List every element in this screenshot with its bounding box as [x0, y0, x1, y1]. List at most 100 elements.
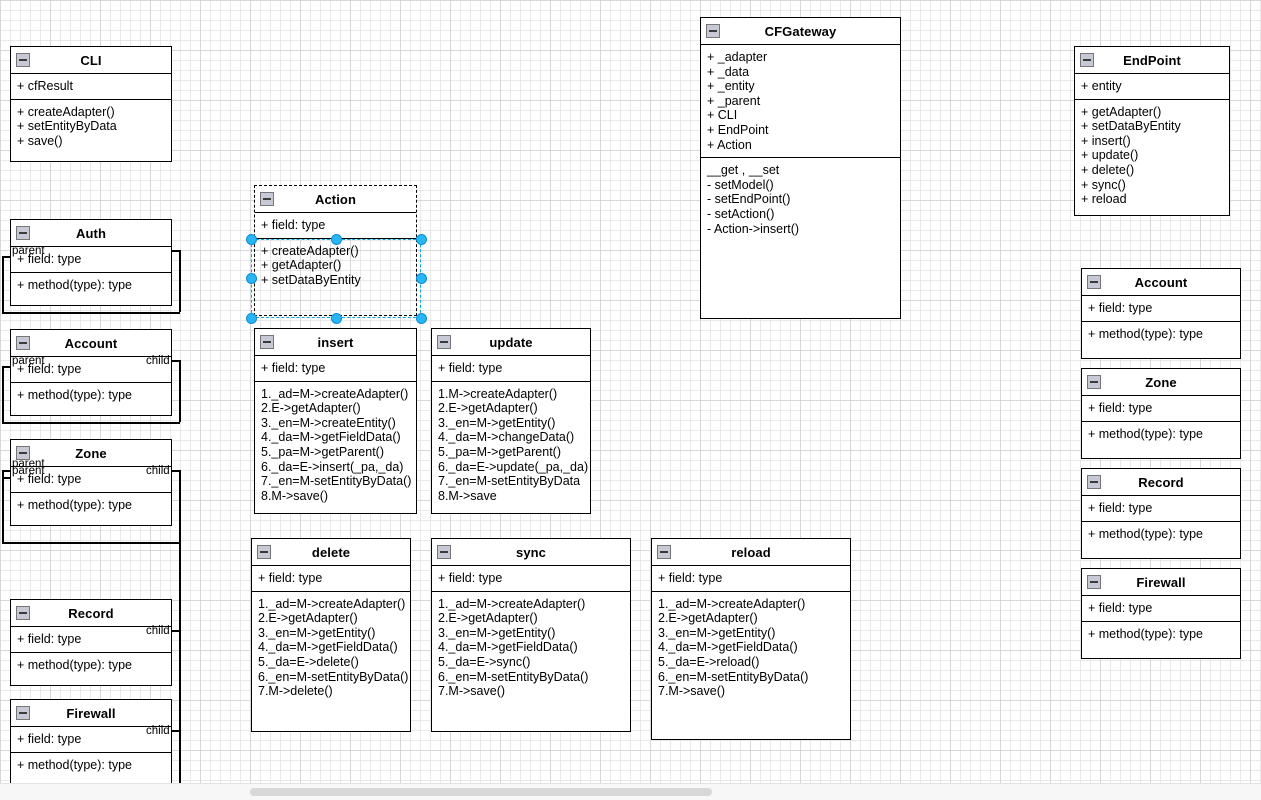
connector-acct-left-vert[interactable]: [2, 366, 4, 422]
class-box-record-right[interactable]: Record+ field: type+ method(type): type: [1081, 468, 1241, 559]
class-header-zone-right[interactable]: Zone: [1082, 369, 1240, 396]
minus-icon[interactable]: [16, 446, 30, 460]
minus-icon[interactable]: [437, 545, 451, 559]
operations-compartment-firewall-right[interactable]: + method(type): type: [1082, 622, 1240, 647]
operations-compartment-zone-right[interactable]: + method(type): type: [1082, 422, 1240, 447]
minus-icon[interactable]: [437, 335, 451, 349]
attributes-compartment-record-right[interactable]: + field: type: [1082, 496, 1240, 522]
class-header-auth[interactable]: Auth: [11, 220, 171, 247]
class-header-record-left[interactable]: Record: [11, 600, 171, 627]
connector-acct-bottom-run[interactable]: [2, 422, 180, 424]
attributes-compartment-auth[interactable]: + field: type: [11, 247, 171, 273]
operations-compartment-endpoint[interactable]: + getAdapter()+ setDataByEntity+ insert(…: [1075, 100, 1229, 212]
attributes-compartment-insert[interactable]: + field: type: [255, 356, 416, 382]
class-header-reload[interactable]: reload: [652, 539, 850, 566]
operations-compartment-record-left[interactable]: + method(type): type: [11, 653, 171, 678]
handle-middle-left[interactable]: [246, 273, 257, 284]
class-box-zone-left[interactable]: Zone+ field: type+ method(type): type: [10, 439, 172, 526]
operations-compartment-reload[interactable]: 1._ad=M->createAdapter()2.E->getAdapter(…: [652, 592, 850, 704]
minus-icon[interactable]: [657, 545, 671, 559]
attributes-compartment-record-left[interactable]: + field: type: [11, 627, 171, 653]
class-header-cli[interactable]: CLI: [11, 47, 171, 74]
connector-auth-bottom-run[interactable]: [2, 312, 180, 314]
handle-bottom-left[interactable]: [246, 313, 257, 324]
minus-icon[interactable]: [1087, 475, 1101, 489]
handle-top-right[interactable]: [416, 234, 427, 245]
connector-auth-right-vert[interactable]: [179, 250, 181, 312]
attributes-compartment-sync[interactable]: + field: type: [432, 566, 630, 592]
operations-compartment-account-left[interactable]: + method(type): type: [11, 383, 171, 408]
connector-zone-left-vert[interactable]: [2, 470, 4, 542]
minus-icon[interactable]: [1080, 53, 1094, 67]
handle-middle-right[interactable]: [416, 273, 427, 284]
horizontal-scrollbar[interactable]: [0, 783, 1261, 800]
attributes-compartment-account-right[interactable]: + field: type: [1082, 296, 1240, 322]
class-header-sync[interactable]: sync: [432, 539, 630, 566]
class-header-delete[interactable]: delete: [252, 539, 410, 566]
operations-compartment-insert[interactable]: 1._ad=M->createAdapter()2.E->getAdapter(…: [255, 382, 416, 509]
connector-auth-left-stub[interactable]: [2, 256, 11, 258]
class-header-zone-left[interactable]: Zone: [11, 440, 171, 467]
handle-bottom-right[interactable]: [416, 313, 427, 324]
attributes-compartment-firewall-left[interactable]: + field: type: [11, 727, 171, 753]
minus-icon[interactable]: [16, 53, 30, 67]
connector-zone-left-stub1[interactable]: [2, 470, 11, 472]
attributes-compartment-cfgateway[interactable]: + _adapter+ _data+ _entity+ _parent+ CLI…: [701, 45, 900, 159]
handle-top-left[interactable]: [246, 234, 257, 245]
attributes-compartment-update[interactable]: + field: type: [432, 356, 590, 382]
class-box-account-right[interactable]: Account+ field: type+ method(type): type: [1081, 268, 1241, 359]
handle-bottom-center[interactable]: [331, 313, 342, 324]
class-box-cfgateway[interactable]: CFGateway+ _adapter+ _data+ _entity+ _pa…: [700, 17, 901, 319]
class-box-endpoint[interactable]: EndPoint+ entity+ getAdapter()+ setDataB…: [1074, 46, 1230, 216]
minus-icon[interactable]: [16, 226, 30, 240]
attributes-compartment-account-left[interactable]: + field: type: [11, 357, 171, 383]
attributes-compartment-zone-right[interactable]: + field: type: [1082, 396, 1240, 422]
minus-icon[interactable]: [1087, 575, 1101, 589]
class-box-firewall-left[interactable]: Firewall+ field: type+ method(type): typ…: [10, 699, 172, 786]
operations-compartment-cli[interactable]: + createAdapter()+ setEntityByData+ save…: [11, 100, 171, 154]
class-box-auth[interactable]: Auth+ field: type+ method(type): type: [10, 219, 172, 306]
attributes-compartment-reload[interactable]: + field: type: [652, 566, 850, 592]
operations-compartment-account-right[interactable]: + method(type): type: [1082, 322, 1240, 347]
operations-compartment-firewall-left[interactable]: + method(type): type: [11, 753, 171, 778]
connector-auth-left-vert[interactable]: [2, 256, 4, 312]
class-header-update[interactable]: update: [432, 329, 590, 356]
connector-zone-bottom-run[interactable]: [2, 542, 180, 544]
class-header-endpoint[interactable]: EndPoint: [1075, 47, 1229, 74]
operations-compartment-auth[interactable]: + method(type): type: [11, 273, 171, 298]
class-header-action[interactable]: Action: [255, 186, 416, 213]
connector-auth-right-stub[interactable]: [170, 250, 180, 252]
class-box-firewall-right[interactable]: Firewall+ field: type+ method(type): typ…: [1081, 568, 1241, 659]
connector-rec-right-stub[interactable]: [170, 630, 180, 632]
class-header-firewall-left[interactable]: Firewall: [11, 700, 171, 727]
horizontal-scrollbar-thumb[interactable]: [250, 788, 712, 796]
attributes-compartment-cli[interactable]: + cfResult: [11, 74, 171, 100]
connector-acct-right-vert[interactable]: [179, 360, 181, 422]
minus-icon[interactable]: [260, 192, 274, 206]
class-box-record-left[interactable]: Record+ field: type+ method(type): type: [10, 599, 172, 686]
minus-icon[interactable]: [16, 606, 30, 620]
attributes-compartment-zone-left[interactable]: + field: type: [11, 467, 171, 493]
class-box-action[interactable]: Action+ field: type+ createAdapter()+ ge…: [254, 185, 417, 316]
class-header-insert[interactable]: insert: [255, 329, 416, 356]
minus-icon[interactable]: [260, 335, 274, 349]
class-header-record-right[interactable]: Record: [1082, 469, 1240, 496]
connector-acct-left-stub[interactable]: [2, 366, 11, 368]
class-box-zone-right[interactable]: Zone+ field: type+ method(type): type: [1081, 368, 1241, 459]
connector-zone-right-stub[interactable]: [170, 470, 180, 472]
attributes-compartment-delete[interactable]: + field: type: [252, 566, 410, 592]
operations-compartment-sync[interactable]: 1._ad=M->createAdapter()2.E->getAdapter(…: [432, 592, 630, 704]
class-header-firewall-right[interactable]: Firewall: [1082, 569, 1240, 596]
operations-compartment-cfgateway[interactable]: __get , __set- setModel()- setEndPoint()…: [701, 158, 900, 241]
connector-zone-left-stub2[interactable]: [2, 477, 11, 479]
minus-icon[interactable]: [1087, 275, 1101, 289]
class-header-cfgateway[interactable]: CFGateway: [701, 18, 900, 45]
connector-fw-right-stub[interactable]: [170, 730, 180, 732]
minus-icon[interactable]: [706, 24, 720, 38]
connector-fw-right-vert[interactable]: [179, 630, 181, 730]
